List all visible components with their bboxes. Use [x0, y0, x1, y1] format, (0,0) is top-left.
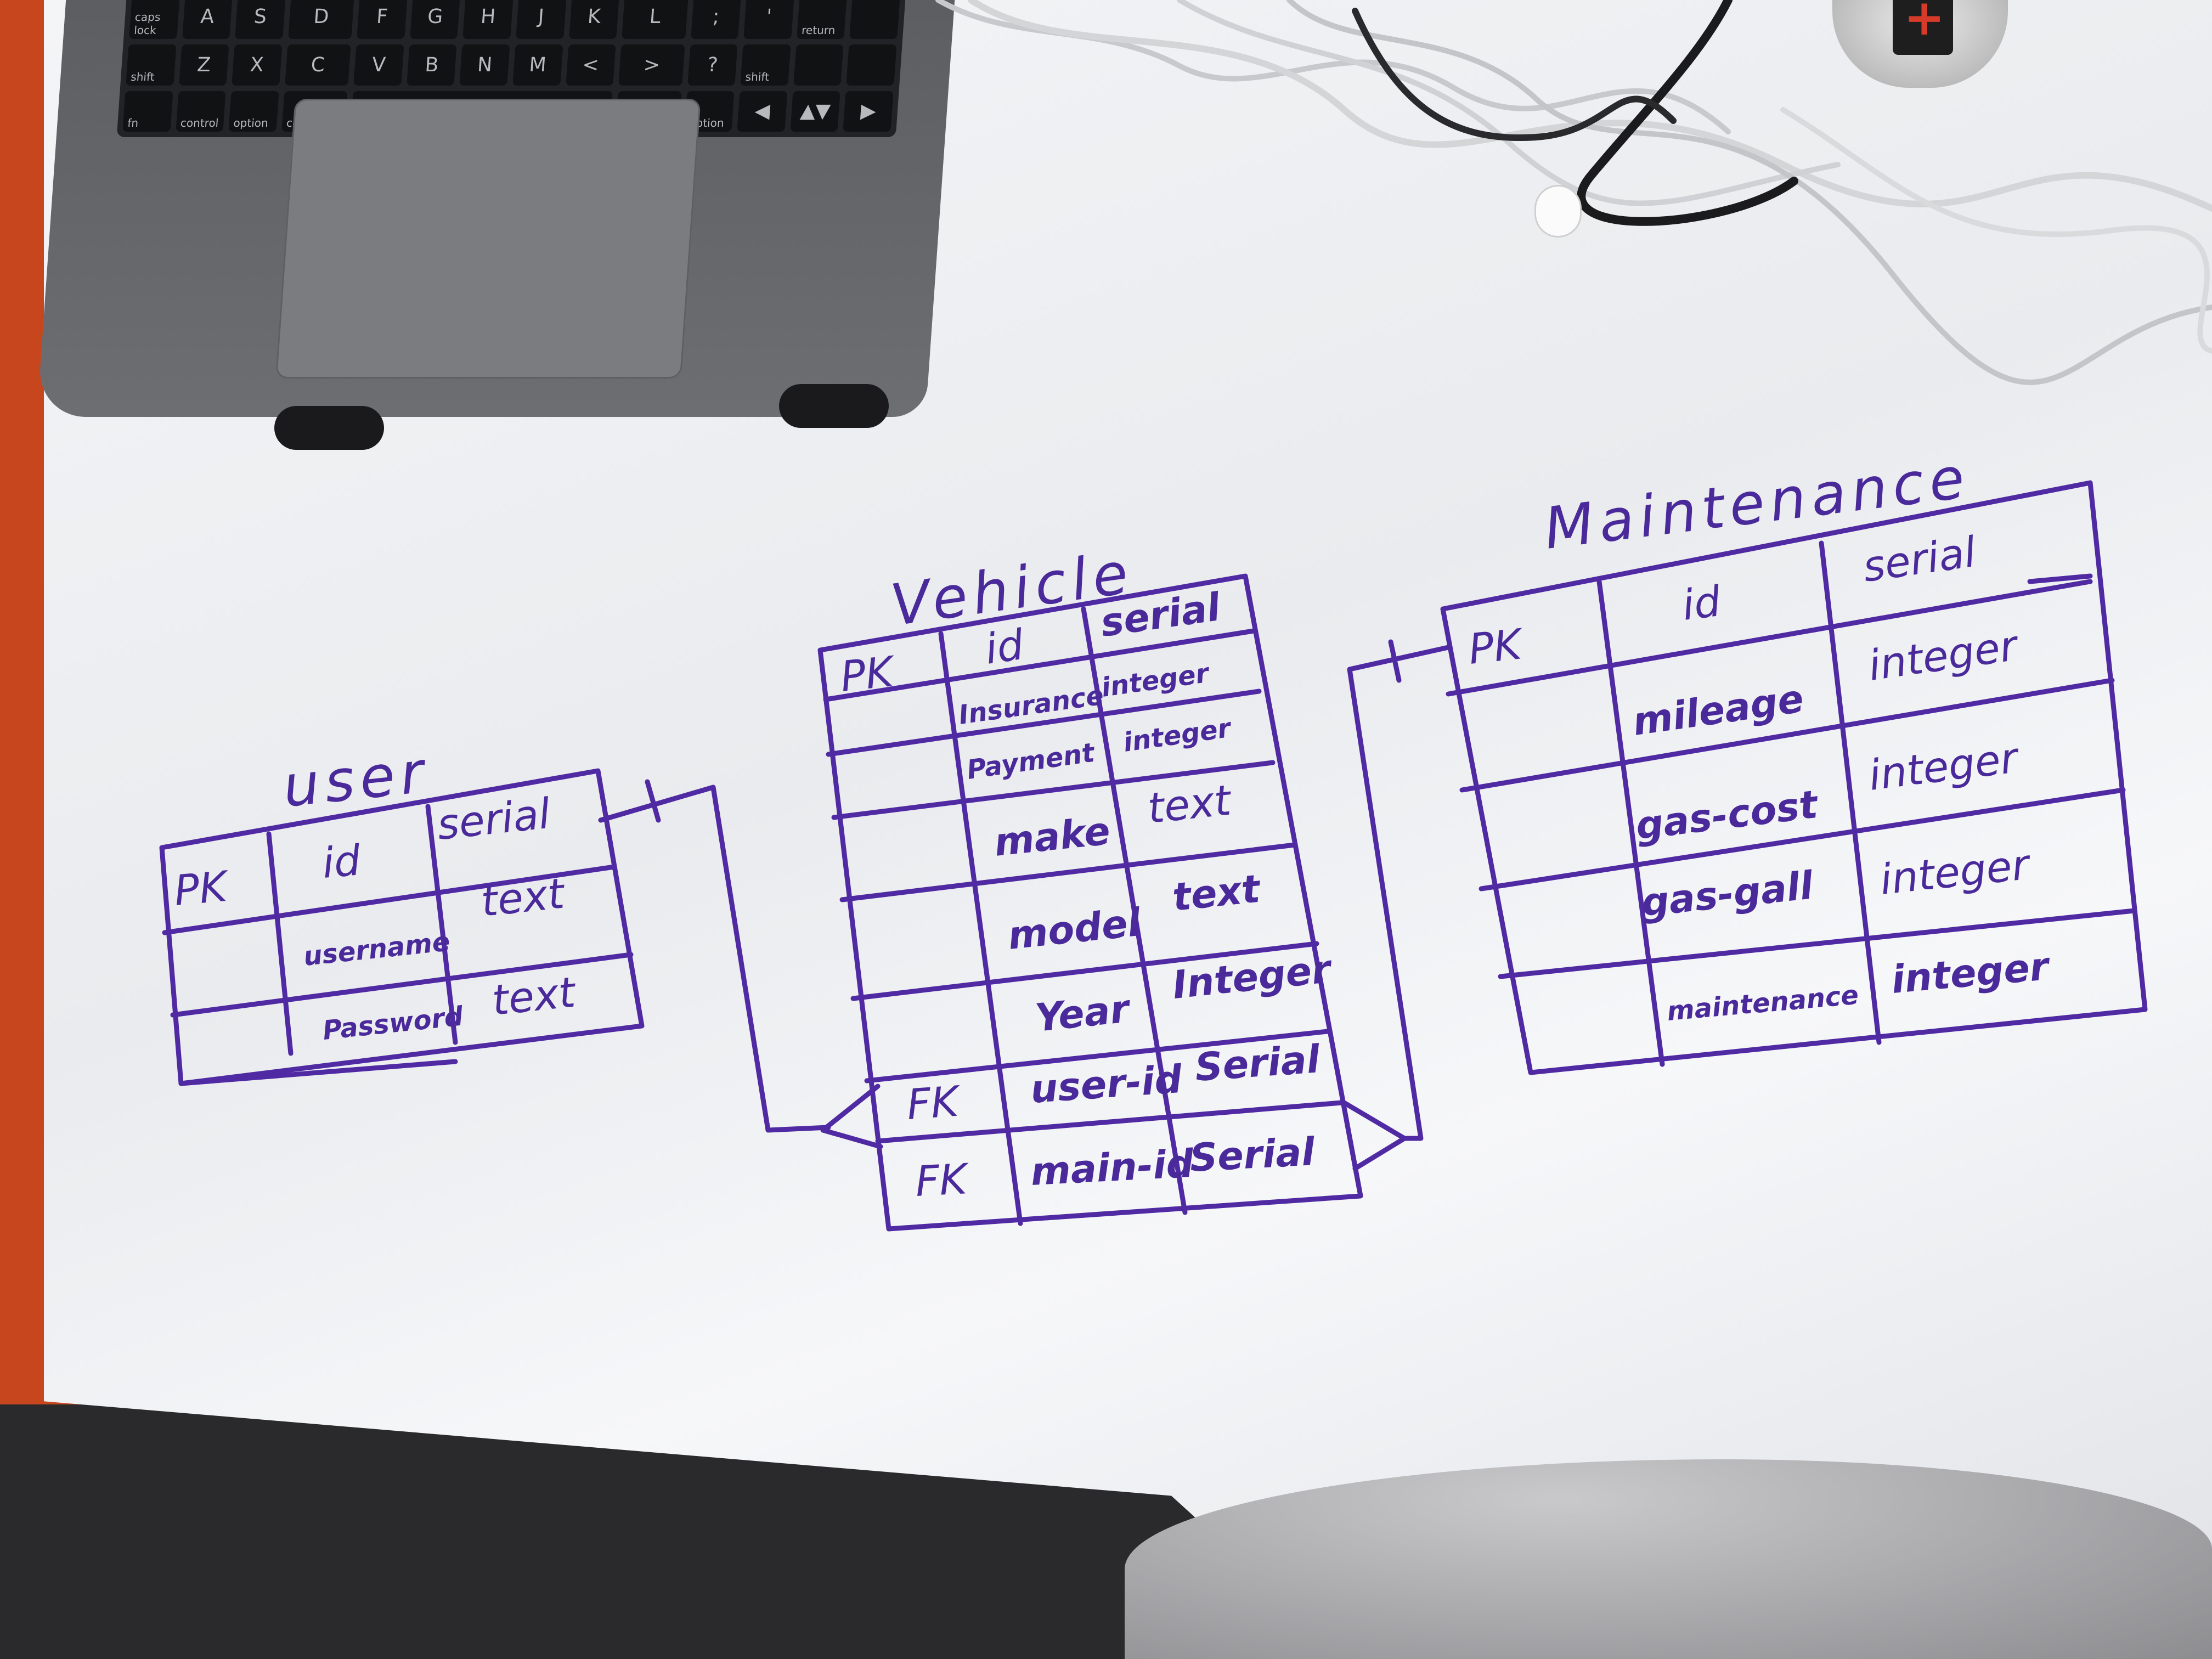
maintenance-row-5-name: maintenance	[1666, 980, 1860, 1027]
earbud	[1536, 187, 1580, 236]
vehicle-table: Vehicle PK id serial Insurance integer P…	[817, 539, 1363, 1232]
vehicle-row-6-name: Year	[1033, 986, 1133, 1041]
user-row-1-name: id	[320, 836, 363, 888]
cup-label	[1893, 0, 1953, 55]
user-table-title: user	[280, 738, 432, 820]
vehicle-row-5-name: model	[1006, 900, 1143, 958]
laptop-stand-foot-right	[779, 384, 889, 428]
maintenance-row-1-key: PK	[1466, 619, 1527, 674]
maintenance-table: Maintenance PK id serial mileage integer…	[1440, 444, 2148, 1075]
vehicle-row-6-type: Integer	[1170, 946, 1335, 1008]
maintenance-row-5-type: integer	[1889, 944, 2052, 1002]
vehicle-row-8-key: FK	[914, 1154, 970, 1206]
vehicle-row-3-name: Payment	[965, 737, 1098, 786]
vehicle-row-4-name: make	[992, 808, 1112, 865]
maintenance-row-4-name: gas-gall	[1639, 862, 1815, 925]
maintenance-row-1-name: id	[1679, 577, 1723, 630]
vehicle-row-3-type: integer	[1121, 713, 1234, 758]
vehicle-row-1-name: id	[982, 620, 1027, 674]
relation-vehicle-maintenance	[1341, 639, 1451, 1171]
user-row-3-type: text	[490, 967, 579, 1025]
vehicle-row-7-key: FK	[905, 1076, 963, 1129]
maintenance-row-1-type: serial	[1860, 527, 1979, 591]
vehicle-row-8-name: main-id	[1030, 1141, 1195, 1194]
vehicle-row-7-type: Serial	[1193, 1036, 1322, 1090]
user-row-2-type: text	[479, 868, 568, 926]
user-row-1-type: serial	[435, 789, 553, 849]
maintenance-row-3-type: integer	[1866, 733, 2023, 800]
laptop-stand-foot-left	[274, 406, 384, 450]
vehicle-row-4-type: text	[1146, 775, 1235, 833]
cables	[935, 0, 2212, 385]
user-row-2-name: username	[302, 926, 451, 972]
maintenance-row-4-type: integer	[1878, 839, 2034, 904]
maintenance-row-2-type: integer	[1865, 620, 2023, 690]
gray-cloth	[1125, 1459, 2212, 1659]
vehicle-row-8-type: Serial	[1189, 1129, 1317, 1181]
user-table: user PK id serial username text Password…	[159, 738, 645, 1086]
relation-user-vehicle	[598, 779, 883, 1149]
user-row-1-key: PK	[172, 861, 232, 915]
user-row-3-name: Password	[321, 1001, 465, 1046]
vehicle-row-7-name: user-id	[1029, 1057, 1184, 1112]
vehicle-row-5-type: text	[1170, 866, 1263, 919]
vehicle-row-2-type: integer	[1099, 658, 1212, 703]
vehicle-row-1-key: PK	[838, 647, 899, 701]
